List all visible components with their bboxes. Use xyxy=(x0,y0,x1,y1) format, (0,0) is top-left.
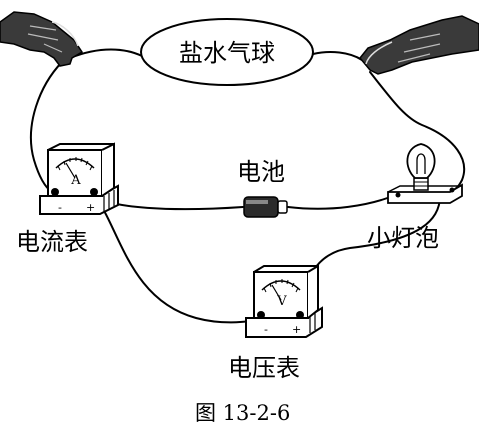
wire-balloon-to-right-hand xyxy=(312,51,363,61)
ammeter-body-side xyxy=(101,142,115,197)
left-hand-shape xyxy=(0,11,84,67)
ammeter: A - + 电流表 xyxy=(16,142,119,256)
ammeter-letter: A xyxy=(70,173,81,188)
bulb-socket-top xyxy=(387,185,462,193)
voltmeter-label: 电压表 xyxy=(228,354,300,382)
wire-ammeter-to-voltmeter xyxy=(95,197,263,324)
wire-left-hand-to-ammeter xyxy=(30,61,63,193)
left-hand-thumb xyxy=(51,21,79,47)
salt-water-balloon: 盐水气球 xyxy=(140,18,314,86)
bulb-socket-base xyxy=(387,183,463,204)
bulb-label: 小灯泡 xyxy=(367,224,439,252)
voltmeter-minus-sign: - xyxy=(264,323,268,336)
bulb-filament xyxy=(416,153,426,174)
balloon-ellipse xyxy=(140,18,314,86)
right-hand-fingers xyxy=(397,33,441,63)
figure-caption: 图 13-2-6 xyxy=(195,401,290,425)
bulb-glass xyxy=(406,143,436,179)
voltmeter-body-top xyxy=(253,265,318,273)
voltmeter-terminal-minus xyxy=(257,311,265,319)
ammeter-body-top xyxy=(47,143,114,151)
ammeter-needle xyxy=(65,162,76,179)
ammeter-terminal-plus xyxy=(90,188,98,196)
bulb-terminal-left xyxy=(395,192,401,198)
battery-icon: 电池 xyxy=(237,158,288,218)
wire-bulb-to-voltmeter xyxy=(301,195,441,309)
battery-terminal xyxy=(277,200,288,214)
voltmeter-dial-ticks xyxy=(263,279,299,293)
voltmeter-letter: V xyxy=(276,294,287,309)
light-bulb-icon: 小灯泡 xyxy=(367,143,463,252)
right-hand-thumb xyxy=(365,41,393,65)
ammeter-plus-sign: + xyxy=(86,201,95,214)
voltmeter: V - + 电压表 xyxy=(228,264,323,382)
wire-battery-to-bulb xyxy=(287,193,399,210)
right-hand-shape xyxy=(359,15,479,75)
bulb-terminal-right xyxy=(449,187,455,193)
ammeter-terminal-minus xyxy=(51,188,59,196)
left-hand-fingers xyxy=(27,25,63,53)
bulb-holder-thread xyxy=(414,181,428,187)
balloon-label: 盐水气球 xyxy=(179,39,275,67)
voltmeter-base-stripes xyxy=(309,313,316,333)
hand-icon xyxy=(0,11,84,67)
battery-shine xyxy=(246,200,268,204)
voltmeter-plus-sign: + xyxy=(292,323,301,336)
battery-label: 电池 xyxy=(237,158,285,186)
ammeter-dial-ticks xyxy=(57,157,93,171)
ammeter-minus-sign: - xyxy=(58,201,62,214)
hand-icon xyxy=(359,15,479,75)
voltmeter-needle xyxy=(271,284,282,301)
voltmeter-terminal-plus xyxy=(296,311,304,319)
ammeter-label: 电流表 xyxy=(16,228,88,256)
bulb-holder xyxy=(413,177,429,191)
ammeter-base-stripes xyxy=(103,190,115,212)
ammeter-dial xyxy=(55,158,95,169)
voltmeter-dial xyxy=(261,280,301,291)
voltmeter-body-side xyxy=(307,264,319,319)
